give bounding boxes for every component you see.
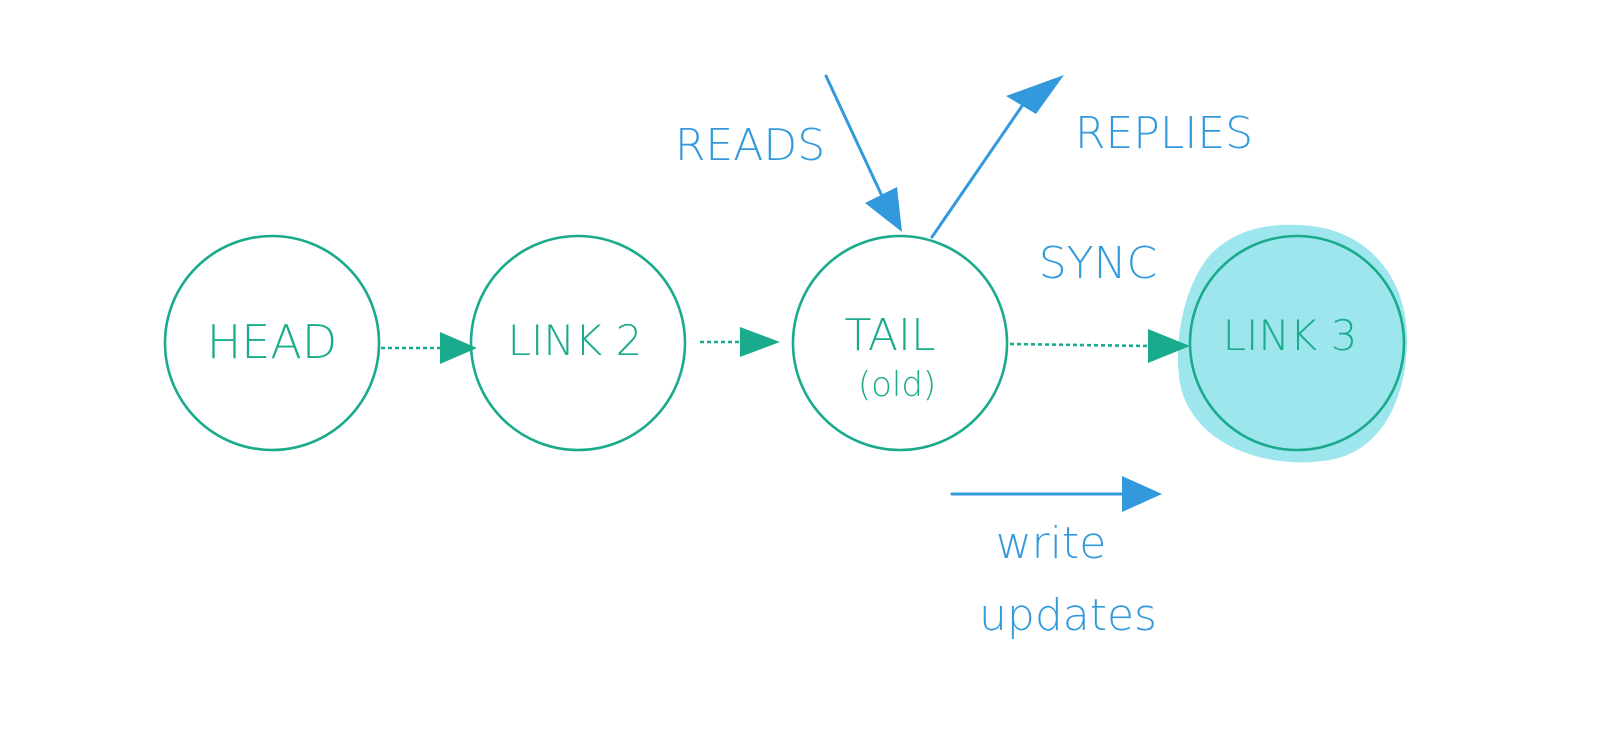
- node-head-circle: [163, 234, 381, 452]
- chain-arrow-tail-to-link-3: [1009, 329, 1190, 363]
- sync-label: SYNC: [1039, 238, 1157, 289]
- node-link-2-circle: [469, 234, 687, 452]
- reads-label: READS: [675, 120, 825, 171]
- reads-arrow: [824, 74, 902, 232]
- replies-label: REPLIES: [1075, 108, 1253, 159]
- chain-arrow-head-to-link-2: [381, 332, 477, 364]
- node-head-label: HEAD: [207, 315, 338, 369]
- replies-arrow: [930, 75, 1064, 239]
- write-updates-arrow: [950, 476, 1162, 512]
- node-link-3-highlight: [1177, 224, 1408, 463]
- node-link-3-label: LINK 3: [1223, 311, 1358, 360]
- node-link-2: LINK 2: [469, 234, 687, 452]
- node-link-2-label: LINK 2: [508, 316, 643, 365]
- updates-label: updates: [979, 590, 1157, 641]
- node-tail-sublabel: (old): [858, 365, 936, 405]
- write-label: write: [996, 518, 1107, 569]
- node-tail: TAIL (old): [791, 234, 1009, 452]
- chain-arrow-link-2-to-tail: [700, 327, 780, 357]
- node-head: HEAD: [163, 234, 381, 452]
- node-link-3-circle: [1188, 234, 1406, 452]
- node-tail-circle: [791, 234, 1009, 452]
- node-link-3: LINK 3: [1177, 224, 1408, 463]
- node-tail-label: TAIL: [844, 310, 935, 361]
